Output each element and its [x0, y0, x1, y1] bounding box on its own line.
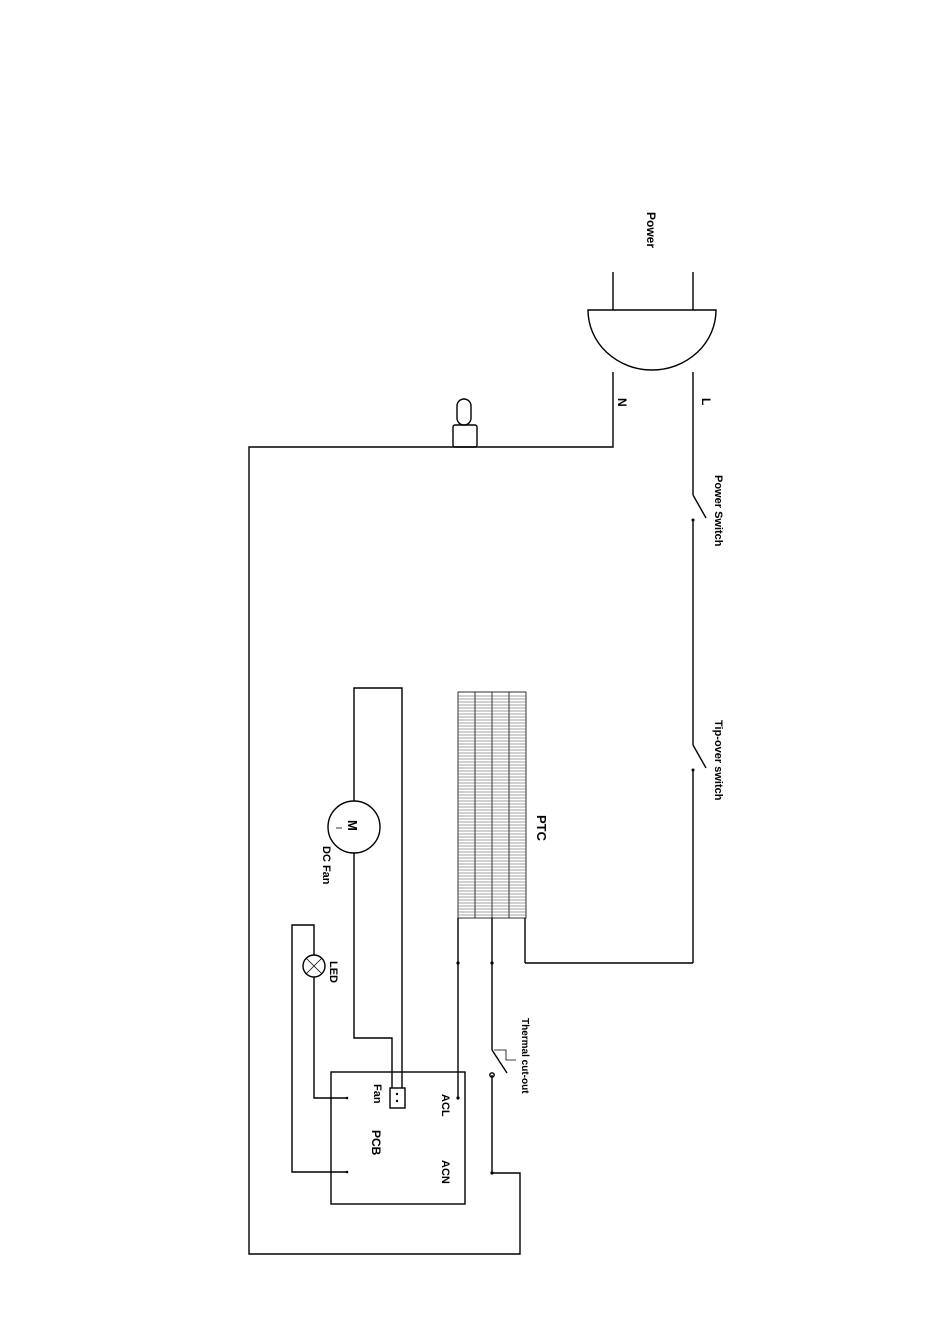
fan-wires: [354, 688, 402, 1088]
pcb-acn-label: ACN: [439, 1160, 451, 1184]
motor-label: M: [345, 820, 360, 831]
power-switch-label: Power Switch: [712, 475, 724, 547]
neutral-label: N: [615, 398, 629, 407]
ptc-label: PTC: [534, 815, 549, 842]
tip-over-switch: [692, 745, 707, 772]
led-label: LED: [327, 961, 339, 983]
power-switch: [692, 495, 707, 522]
dc-fan-label: DC Fan: [320, 846, 332, 885]
thermal-cut-out-label: Thermal cut-out: [519, 1018, 530, 1094]
thermal-cut-out: [490, 1050, 516, 1077]
pcb-acl-label: ACL: [439, 1094, 451, 1117]
power-label: Power: [644, 212, 658, 248]
pcb-fan-label: Fan: [371, 1084, 383, 1104]
ptc-leads: [456, 918, 525, 1175]
live-label: L: [699, 398, 713, 405]
ptc-heater: [458, 692, 526, 918]
pcb-label: PCB: [369, 1130, 383, 1156]
neutral-wire: [249, 372, 613, 1254]
tip-over-switch-label: Tip-over switch: [712, 720, 724, 801]
live-wire: [525, 372, 693, 963]
pcb: [331, 1072, 465, 1204]
neutral-connector: [453, 399, 477, 447]
power-plug: [588, 272, 716, 370]
led-indicator: [303, 955, 325, 977]
